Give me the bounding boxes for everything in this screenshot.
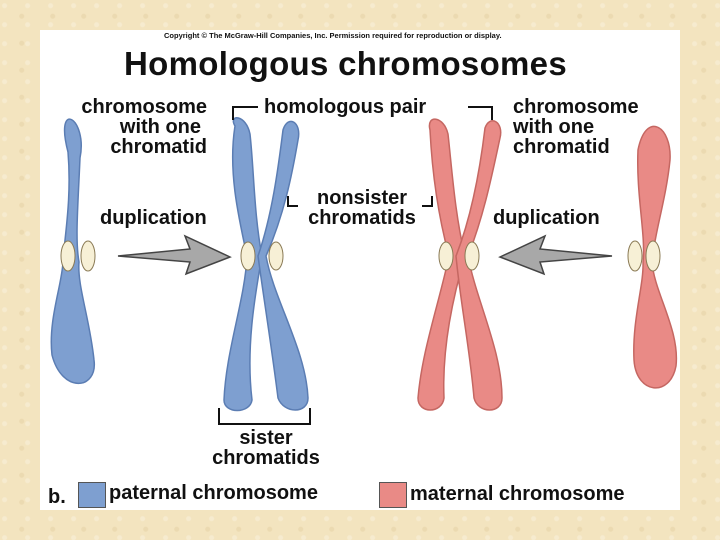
legend-paternal-label: paternal chromosome [109,482,318,504]
centromere-icon [438,241,454,271]
label-line: chromatids [308,207,416,229]
label-line: chromatid [110,136,207,158]
chromosome-illustration [50,106,678,425]
centromere-icon [240,241,256,271]
paternal-single-chromosome [50,118,96,384]
maternal-single-chromosome [627,125,678,389]
label-nonsister-chromatids: nonsister chromatids [292,188,432,228]
copyright-notice: Copyright © The McGraw-Hill Companies, I… [164,31,502,40]
centromere-icon [464,241,480,271]
maternal-swatch [379,482,407,508]
label-line: chromosome [81,96,207,118]
page-title: Homologous chromosomes [124,45,567,82]
centromere-icon [80,240,96,272]
label-line: chromatids [212,447,320,469]
label-chromosome-one-chromatid-left: chromosome with one chromatid [52,97,207,157]
diagram-panel: Copyright © The McGraw-Hill Companies, I… [40,30,680,510]
label-homologous-pair: homologous pair [264,96,427,118]
label-duplication-right: duplication [493,207,600,229]
centromere-icon [627,240,643,272]
maternal-duplicated-chromosome [417,118,503,411]
label-line: with one [513,116,595,138]
duplication-arrow-left-icon [117,234,232,276]
paternal-chromatid-right [257,120,309,411]
sister-bracket [218,408,311,425]
paternal-duplicated-chromosome [223,117,309,412]
label-chromosome-one-chromatid-right: chromosome with one chromatid [513,97,639,157]
maternal-chromatid-right [455,120,503,411]
label-line: nonsister [316,187,408,209]
label-line: chromatid [513,136,610,158]
label-line: chromosome [513,96,639,118]
panel-letter: b. [48,486,66,508]
centromere-icon [268,241,284,271]
duplication-arrow-right-icon [498,234,613,276]
homologous-pair-bracket [232,106,493,120]
label-duplication-left: duplication [100,207,207,229]
paternal-swatch [78,482,106,508]
centromere-icon [645,240,661,272]
nonsister-bracket [287,196,433,207]
legend-maternal-label: maternal chromosome [410,483,625,505]
label-sister-chromatids: sister chromatids [196,428,336,468]
label-line: with one [119,116,201,138]
centromere-icon [60,240,76,272]
maternal-chromatid [633,125,678,389]
label-line: sister [239,427,293,449]
